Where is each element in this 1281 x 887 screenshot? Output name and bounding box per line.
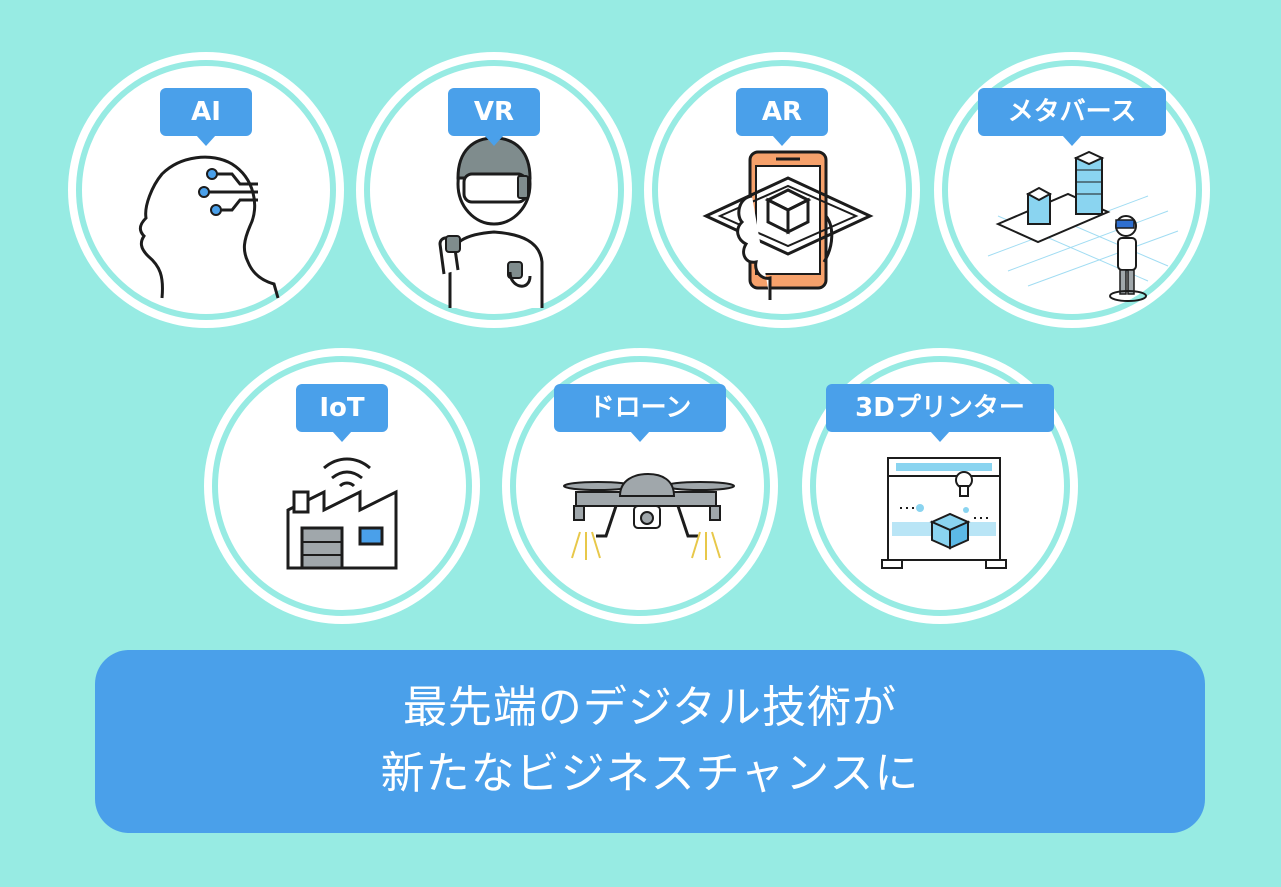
metaverse-circle: メタバース	[942, 60, 1202, 320]
bottom-banner: 最先端のデジタル技術が 新たなビジネスチャンスに	[95, 650, 1205, 833]
banner-line-2: 新たなビジネスチャンスに	[380, 748, 920, 799]
metaverse-city-icon	[987, 150, 1179, 302]
label-metaverse: メタバース	[978, 88, 1166, 146]
iot-circle: IoT	[212, 356, 472, 616]
3d-printer-circle: 3Dプリンター	[810, 356, 1070, 616]
label-ai: AI	[160, 88, 252, 146]
label-drone: ドローン	[554, 384, 726, 442]
3d-printer-icon	[881, 457, 1007, 569]
label-vr: VR	[448, 88, 540, 146]
vr-circle: VR	[364, 60, 624, 320]
label-ar: AR	[736, 88, 828, 146]
drone-icon	[563, 472, 735, 560]
label-iot: IoT	[296, 384, 388, 442]
ai-circle: AI	[76, 60, 336, 320]
drone-circle: ドローン	[510, 356, 770, 616]
iot-factory-icon	[286, 457, 398, 570]
banner-line-1: 最先端のデジタル技術が	[402, 682, 898, 733]
ai-head-icon	[138, 155, 280, 299]
ar-smartphone-icon	[702, 150, 874, 300]
vr-headset-person-icon	[438, 136, 544, 308]
ar-circle: AR	[652, 60, 912, 320]
label-3d-printer: 3Dプリンター	[826, 384, 1054, 442]
